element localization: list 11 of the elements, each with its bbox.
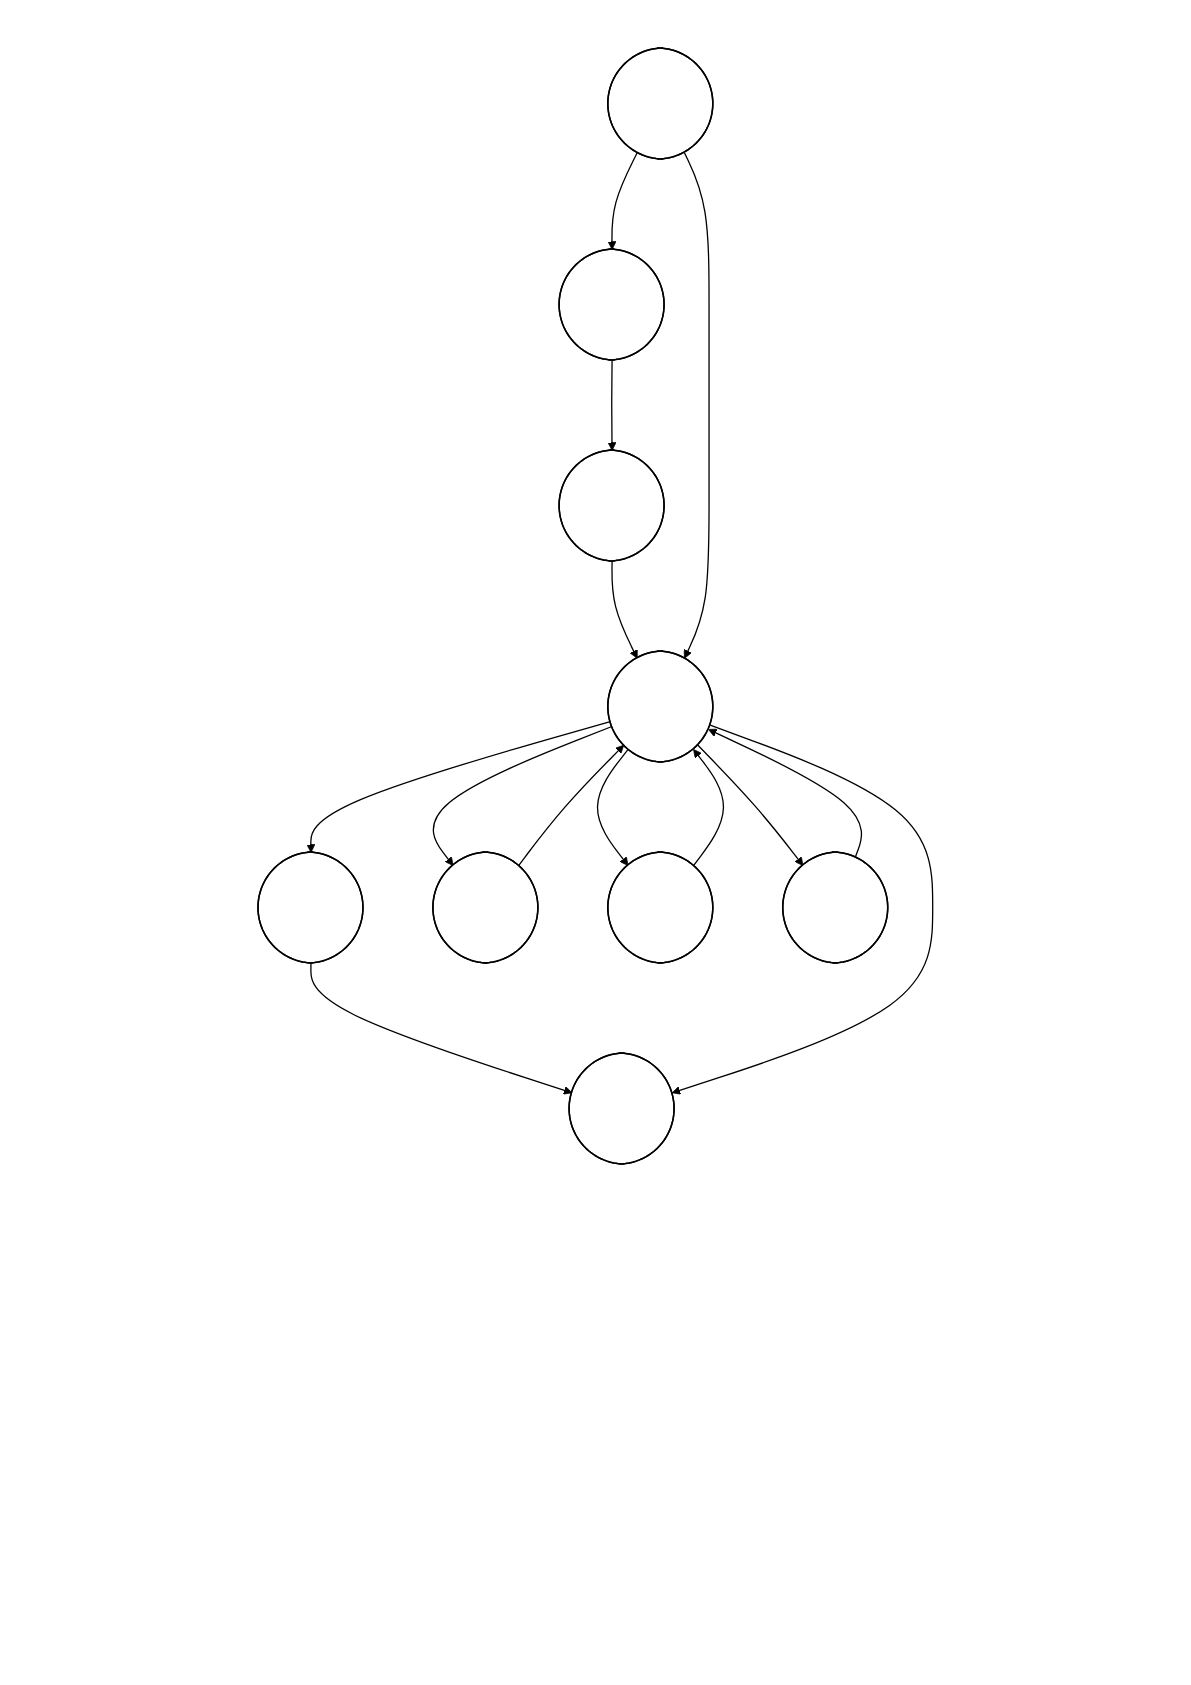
arrow: [693, 749, 725, 867]
arrow: [310, 962, 573, 1095]
arrow: [518, 744, 625, 867]
arrow: [683, 152, 710, 659]
arrow: [597, 748, 629, 866]
arrow: [708, 728, 863, 858]
arrow: [432, 725, 613, 866]
arrow: [611, 560, 638, 659]
arrow: [671, 724, 934, 1095]
arrow: [607, 152, 638, 250]
arrow: [697, 744, 804, 866]
